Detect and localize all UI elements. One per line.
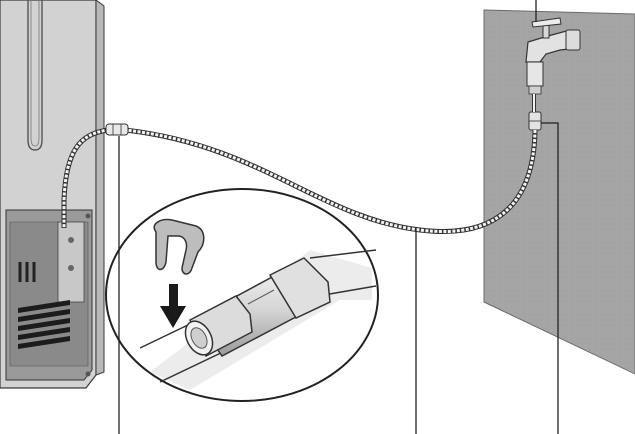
faucet [525,17,581,95]
connector-coupling [105,123,129,136]
water-tube [61,94,538,234]
union-fitting [184,257,331,358]
valve-adapter [528,111,542,131]
refrigerator-back [0,0,105,389]
callout-valve-adapter [541,122,559,434]
retaining-clip [153,218,205,275]
callout-lines [118,0,559,434]
detail-inset [105,188,379,402]
vent-grille [18,300,70,349]
wall [483,9,635,375]
push-arrow-icon [160,284,186,328]
